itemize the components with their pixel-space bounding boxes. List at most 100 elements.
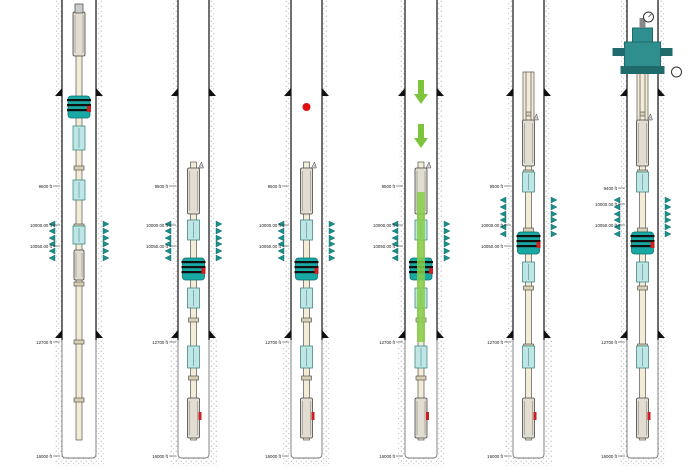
- perforation-mark: [391, 254, 399, 262]
- perforation-mark: [277, 254, 285, 262]
- perforation-mark: [328, 254, 336, 262]
- tubing-collar: [301, 317, 312, 323]
- packer-band: [630, 235, 655, 238]
- perforation-mark: [613, 216, 621, 224]
- casing-shoe: [398, 330, 405, 338]
- formation-right: [658, 0, 664, 340]
- bottom-slip: [426, 412, 429, 420]
- perforation-mark: [613, 223, 621, 231]
- packer-band: [67, 109, 91, 112]
- open-hole-left: [505, 340, 513, 458]
- perforation-mark: [443, 254, 451, 262]
- open-hole-wall: [512, 340, 545, 459]
- bottom-slip: [198, 412, 202, 420]
- perforation-mark: [328, 220, 336, 228]
- casing-shoe: [322, 330, 329, 338]
- perforation-mark: [164, 227, 172, 235]
- tubing-collar: [637, 227, 648, 233]
- perforation-mark: [215, 240, 223, 248]
- perforation-mark: [391, 220, 399, 228]
- wing-valve-right: [660, 48, 673, 56]
- casing-shoe: [284, 88, 291, 96]
- tubing-segment: [522, 71, 527, 121]
- depth-label: 16000 ft: [379, 454, 396, 459]
- anchor-slip: [429, 267, 433, 274]
- tool-body: [300, 167, 313, 215]
- tool-body: [187, 167, 200, 215]
- casing-shoe: [658, 88, 665, 96]
- perforation-mark: [102, 240, 110, 248]
- perforation-mark: [102, 234, 110, 242]
- depth-label: 10000.00 ft: [481, 223, 504, 228]
- perforation-mark: [215, 247, 223, 255]
- packer-band: [516, 240, 541, 243]
- depth-label: 9400 ft: [604, 186, 618, 191]
- packer-band: [516, 235, 541, 238]
- perforation-mark: [664, 223, 672, 231]
- packer-band: [67, 99, 91, 102]
- perforation-mark: [164, 240, 172, 248]
- packer-band: [181, 261, 206, 264]
- open-hole-wall: [177, 340, 210, 459]
- depth-label: 10000.00 ft: [146, 223, 169, 228]
- gauge-stem: [639, 18, 646, 28]
- anchor-slip: [536, 241, 541, 248]
- tool-latch: [647, 113, 653, 121]
- packer-band: [294, 266, 319, 269]
- casing-shoe: [437, 88, 444, 96]
- casing-shoe: [209, 330, 216, 338]
- casing-shoe: [55, 330, 62, 338]
- perforation-mark: [164, 234, 172, 242]
- open-hole-right: [96, 340, 104, 458]
- perforation-mark: [550, 223, 558, 231]
- depth-label: 10050.00 ft: [481, 244, 504, 249]
- depth-label: 12700 ft: [265, 340, 282, 345]
- depth-label: 9500 ft: [268, 184, 282, 189]
- perforation-mark: [215, 234, 223, 242]
- casing-shoe: [96, 330, 103, 338]
- perforation-mark: [277, 247, 285, 255]
- hole-bottom: [283, 458, 330, 466]
- depth-label: 16000 ft: [36, 454, 53, 459]
- depth-label: 9500 ft: [155, 184, 169, 189]
- open-hole-right: [544, 340, 552, 458]
- depth-label: 16000 ft: [265, 454, 282, 459]
- perforation-mark: [499, 210, 507, 218]
- open-hole-wall: [404, 340, 438, 459]
- open-hole-left: [397, 340, 405, 458]
- formation-left: [507, 0, 513, 340]
- casing-shoe: [171, 330, 178, 338]
- depth-label: 16000 ft: [601, 454, 618, 459]
- formation-right: [322, 0, 328, 340]
- depth-label: 12700 ft: [601, 340, 618, 345]
- perforation-mark: [48, 227, 56, 235]
- open-hole-right: [437, 340, 445, 458]
- perforation-mark: [664, 196, 672, 204]
- depth-label: 10000.00 ft: [595, 202, 618, 207]
- casing-shoe: [55, 88, 62, 96]
- packer-band: [67, 104, 91, 107]
- casing-shoe: [437, 330, 444, 338]
- casing-shoe: [620, 88, 627, 96]
- tubing-collar: [188, 317, 199, 323]
- tubing-segment: [636, 71, 641, 121]
- perforation-mark: [215, 227, 223, 235]
- hole-bottom: [54, 458, 104, 466]
- tubing-collar: [637, 285, 648, 291]
- perforation-mark: [277, 220, 285, 228]
- hole-bottom: [397, 458, 445, 466]
- perforation-mark: [277, 227, 285, 235]
- tool-latch: [533, 113, 539, 121]
- perforation-mark: [443, 247, 451, 255]
- perforation-mark: [499, 203, 507, 211]
- tubing-collar: [73, 339, 85, 345]
- depth-label: 12700 ft: [379, 340, 396, 345]
- open-hole-left: [619, 340, 627, 458]
- wellhead-icon: [612, 11, 682, 78]
- bottom-slip: [647, 412, 651, 420]
- perforation-mark: [391, 240, 399, 248]
